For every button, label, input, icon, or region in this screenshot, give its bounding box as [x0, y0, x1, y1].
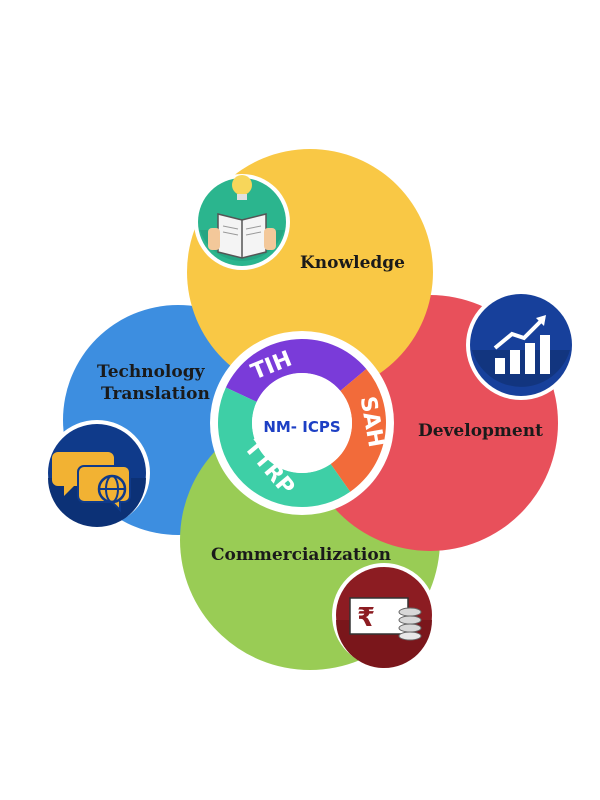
growth-chart-icon	[466, 290, 576, 400]
center-hub: TIH SAH TTRP NM- ICPS	[210, 331, 394, 515]
technology-translation-label-line1: Technology	[97, 362, 205, 382]
commercialization-label: Commercialization	[211, 545, 392, 565]
reading-book-lightbulb-icon	[194, 174, 290, 270]
segment-ttrp	[218, 387, 351, 507]
development-label: Development	[418, 421, 543, 441]
svg-text:₹: ₹	[357, 603, 375, 633]
technology-translation-label-line2: Translation	[101, 384, 210, 404]
segment-sah	[330, 369, 387, 492]
chat-globe-icon	[44, 420, 150, 527]
segment-tih	[225, 339, 367, 402]
center-label: NM- ICPS	[263, 418, 340, 436]
rupee-money-icon: ₹	[332, 563, 436, 668]
knowledge-label: Knowledge	[300, 253, 405, 273]
